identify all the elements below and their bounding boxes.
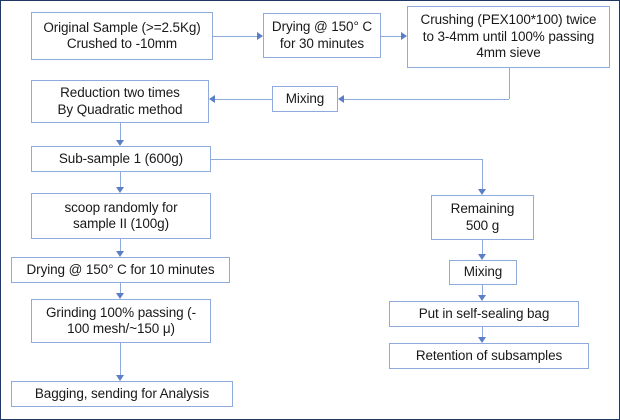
node-reduction-quadratic[interactable]: Reduction two times By Quadratic method: [31, 80, 209, 123]
connector-subsample1-to-remaining-arrow: [478, 189, 486, 195]
connector-selfsealing-to-retention-line: [482, 327, 483, 337]
connector-grinding-to-bagging-line: [120, 343, 121, 375]
connector-scoop-to-drying10-arrow: [116, 251, 124, 257]
connector-mixing-to-reduction-line: [215, 99, 272, 100]
connector-selfsealing-to-retention-arrow: [478, 337, 486, 343]
connector-remaining-to-mixingright-arrow: [478, 254, 486, 260]
node-sub-sample-1[interactable]: Sub-sample 1 (600g): [31, 146, 211, 172]
node-drying-30-minutes[interactable]: Drying @ 150° C for 30 minutes: [263, 13, 381, 58]
node-drying-10-minutes[interactable]: Drying @ 150° C for 10 minutes: [11, 257, 230, 283]
node-crushing[interactable]: Crushing (PEX100*100) twice to 3-4mm unt…: [407, 6, 610, 68]
node-mixing-right[interactable]: Mixing: [449, 260, 517, 285]
connector-drying30-to-crushing-line: [381, 36, 401, 37]
connector-drying30-to-crushing-arrow: [401, 32, 407, 40]
node-bagging-analysis[interactable]: Bagging, sending for Analysis: [11, 381, 233, 407]
connector-drying10-to-grinding-line: [120, 283, 121, 293]
connector-grinding-to-bagging-arrow: [116, 375, 124, 381]
connector-crushing-to-mixing-arrow: [338, 95, 344, 103]
node-scoop-sample-ii[interactable]: scoop randomly for sample II (100g): [31, 193, 211, 239]
connector-subsample1-to-scoop-line: [120, 172, 121, 187]
connector-reduction-to-subsample1-line: [120, 123, 121, 140]
connector-crushing-down-line: [509, 68, 510, 99]
node-remaining-500g[interactable]: Remaining 500 g: [431, 195, 534, 240]
node-mixing-top[interactable]: Mixing: [272, 86, 338, 112]
node-put-in-self-sealing-bag[interactable]: Put in self-sealing bag: [389, 301, 579, 327]
connector-subsample1-to-scoop-arrow: [116, 187, 124, 193]
connector-subsample1-to-remaining-hline: [211, 159, 483, 160]
node-grinding[interactable]: Grinding 100% passing (- 100 mesh/~150 μ…: [31, 299, 211, 343]
connector-subsample1-to-remaining-vline: [482, 159, 483, 189]
connector-original-to-drying30-line: [213, 36, 257, 37]
connector-original-to-drying30-arrow: [257, 32, 263, 40]
connector-scoop-to-drying10-line: [120, 239, 121, 251]
node-original-sample[interactable]: Original Sample (>=2.5Kg) Crushed to -10…: [31, 12, 213, 60]
node-retention-of-subsamples[interactable]: Retention of subsamples: [389, 343, 589, 369]
connector-mixingright-to-selfsealing-line: [482, 285, 483, 295]
connector-crushing-to-mixing-line: [344, 99, 509, 100]
connector-mixingright-to-selfsealing-arrow: [478, 295, 486, 301]
connector-reduction-to-subsample1-arrow: [116, 140, 124, 146]
connector-drying10-to-grinding-arrow: [116, 293, 124, 299]
connector-mixing-to-reduction-arrow: [209, 95, 215, 103]
connector-remaining-to-mixingright-line: [482, 240, 483, 254]
